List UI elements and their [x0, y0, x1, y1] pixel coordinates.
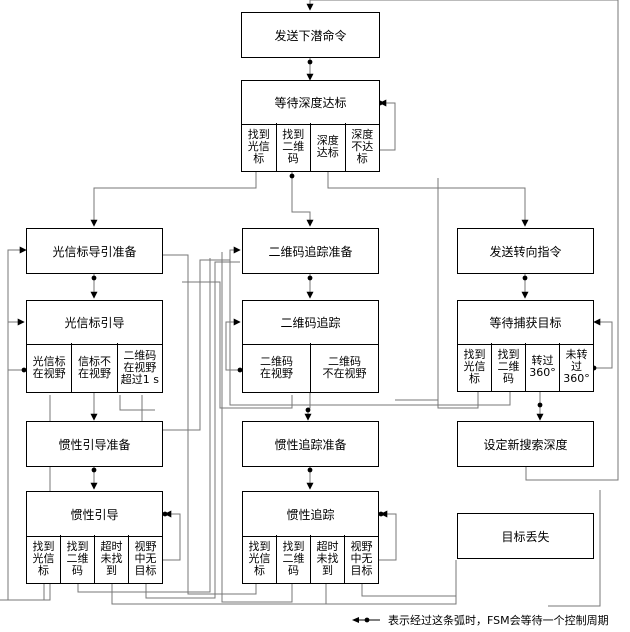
state-inertial-guide-prep: 惯性引导准备 — [26, 421, 163, 467]
transition-cell: 转过 360° — [526, 343, 560, 391]
state-inertial-track-title: 惯性追踪 — [243, 492, 378, 537]
transition-cell: 找到 光信 标 — [242, 123, 277, 171]
state-target-lost-label: 目标丢失 — [501, 529, 550, 544]
transition-cell: 找到 二维 码 — [61, 535, 95, 583]
state-qr-track-title: 二维码追踪 — [243, 301, 378, 345]
state-wait-capture: 等待捕获目标 找到 光信 标 找到 二维 码 转过 360° 未转 过 360° — [457, 300, 594, 392]
state-send-dive: 发送下潜命令 — [241, 12, 380, 58]
state-beacon-prep: 光信标导引准备 — [26, 228, 163, 274]
state-wait-capture-title: 等待捕获目标 — [458, 301, 593, 345]
transition-cell: 深度 达标 — [311, 123, 346, 171]
state-target-lost: 目标丢失 — [457, 513, 594, 559]
legend: 表示经过这条弧时，FSM会等待一个控制周期 — [352, 612, 609, 628]
state-inertial-track-prep: 惯性追踪准备 — [242, 421, 379, 467]
transition-cell: 深度 不达 标 — [351, 128, 374, 165]
transition-cell: 二维码 在视野 — [243, 343, 311, 392]
transition-cell: 二维码 在视野 超过1 s — [120, 348, 159, 386]
transition-cell: 视野 中无 目标 — [134, 540, 157, 577]
state-qr-prep: 二维码追踪准备 — [242, 228, 379, 274]
state-send-turn: 发送转向指令 — [457, 228, 594, 274]
transition-cell: 找到 光信 标 — [458, 343, 492, 391]
state-inertial-guide-title: 惯性引导 — [27, 492, 162, 537]
state-set-depth: 设定新搜索深度 — [457, 421, 594, 467]
state-beacon-guide: 光信标引导 光信标 在视野 信标不 在视野 二维码 在视野 超过1 s — [26, 300, 163, 393]
state-inertial-guide: 惯性引导 找到 光信 标 找到 二维 码 超时 未找 到 视野 中无 目标 — [26, 491, 163, 584]
state-set-depth-label: 设定新搜索深度 — [483, 437, 568, 452]
legend-text: 表示经过这条弧时，FSM会等待一个控制周期 — [388, 614, 609, 627]
state-beacon-guide-title: 光信标引导 — [27, 301, 162, 345]
state-send-dive-label: 发送下潜命令 — [274, 28, 347, 43]
legend-arc-icon — [352, 617, 380, 623]
transition-cell: 二维码 不在视野 — [322, 354, 367, 380]
state-send-turn-label: 发送转向指令 — [489, 244, 562, 259]
state-qr-track: 二维码追踪 二维码 在视野 二维码 不在视野 — [242, 300, 379, 393]
state-wait-depth: 等待深度达标 找到 光信 标 找到 二维 码 深度 达标 深度 不达 标 — [241, 80, 380, 172]
state-beacon-prep-label: 光信标导引准备 — [52, 244, 137, 259]
transition-cell: 找到 二维 码 — [277, 535, 311, 583]
transition-cell: 未转 过 360° — [563, 348, 590, 385]
state-inertial-guide-prep-label: 惯性引导准备 — [58, 437, 131, 452]
transition-cell: 找到 二维 码 — [492, 343, 526, 391]
transition-cell: 光信标 在视野 — [27, 343, 73, 392]
transition-cell: 视野 中无 目标 — [350, 540, 373, 577]
state-wait-depth-title: 等待深度达标 — [242, 81, 379, 125]
transition-cell: 找到 二维 码 — [277, 123, 311, 171]
transition-cell: 找到 光信 标 — [27, 535, 61, 583]
state-inertial-track: 惯性追踪 找到 光信 标 找到 二维 码 超时 未找 到 视野 中无 目标 — [242, 491, 379, 584]
state-inertial-track-prep-label: 惯性追踪准备 — [274, 437, 347, 452]
transition-cell: 超时 未找 到 — [95, 535, 129, 583]
state-qr-prep-label: 二维码追踪准备 — [268, 244, 353, 259]
transition-cell: 信标不 在视野 — [72, 343, 118, 392]
transition-cell: 超时 未找 到 — [311, 535, 345, 583]
transition-cell: 找到 光信 标 — [243, 535, 277, 583]
